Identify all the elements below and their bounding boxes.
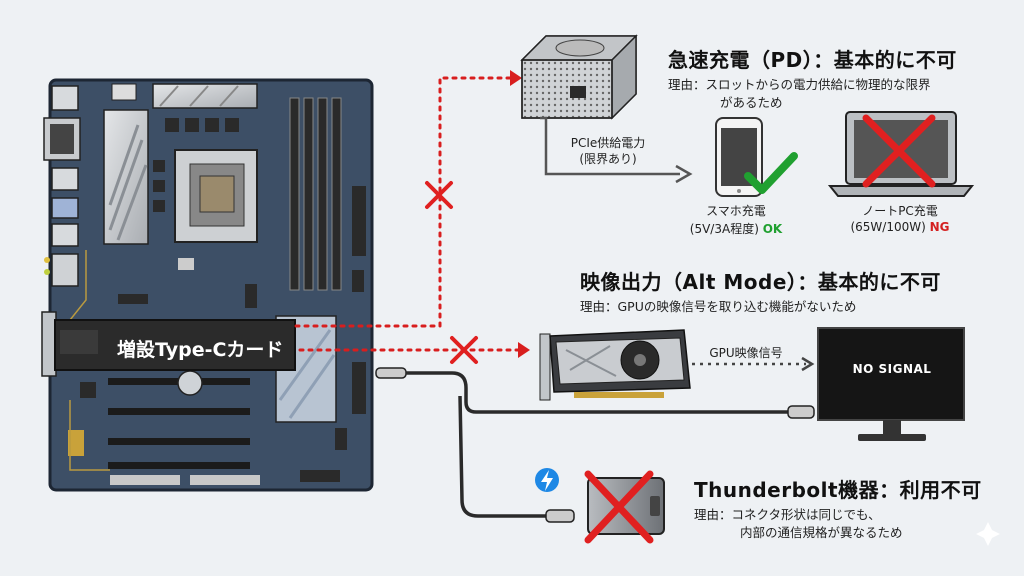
- thunderbolt-device-icon: [584, 470, 665, 544]
- usb-c-cables: [375, 367, 815, 523]
- thunderbolt-reason-line1: 理由：コネクタ形状は同じでも、: [694, 507, 881, 522]
- ram-slots: [289, 97, 342, 291]
- thunderbolt-x-icon: [584, 470, 654, 544]
- gpu-signal-arrow: [692, 356, 815, 372]
- laptop-status: NG: [929, 220, 950, 234]
- psu-label-line2: (限界あり): [579, 152, 637, 166]
- charging-reason-line1: 理由：スロットからの電力供給に物理的な限界: [668, 77, 931, 92]
- gpu-signal-label: GPU映像信号: [709, 346, 783, 360]
- power-supply-icon: [520, 34, 693, 184]
- sparkle-icon: [976, 522, 1000, 546]
- charging-reason-line2: があるため: [720, 95, 783, 110]
- check-mark-icon: [744, 152, 798, 194]
- charging-title: 急速充電（PD）：基本的に不可: [668, 48, 957, 72]
- psu-label-line1: PCIe供給電力: [570, 136, 646, 150]
- thunderbolt-reason-line2: 内部の通信規格が異なるため: [740, 525, 903, 540]
- laptop-icon: [827, 111, 975, 197]
- motherboard: [43, 78, 374, 492]
- x-mark-charging-path: [425, 181, 453, 209]
- laptop-caption: (65W/100W) NG: [838, 220, 962, 234]
- video-arrowhead: [518, 342, 530, 358]
- x-mark-video-path: [450, 336, 478, 364]
- phone-caption-line1: スマホ充電: [706, 204, 766, 218]
- type-c-expansion-card: [41, 311, 296, 377]
- video-reason: 理由：GPUの映像信号を取り込む機能がないため: [580, 299, 857, 314]
- laptop-caption-line2: (65W/100W): [850, 220, 926, 234]
- monitor-text: NO SIGNAL: [852, 362, 932, 376]
- phone-status: OK: [762, 222, 783, 236]
- laptop-x-icon: [862, 114, 936, 188]
- phone-caption: (5V/3A程度) OK: [676, 220, 796, 237]
- monitor-icon: [817, 327, 965, 441]
- thunderbolt-title: Thunderbolt機器：利用不可: [694, 478, 982, 502]
- video-title: 映像出力（Alt Mode）：基本的に不可: [580, 270, 941, 294]
- gpu-card-icon: [539, 329, 691, 401]
- phone-caption-line2: (5V/3A程度): [689, 222, 759, 236]
- red-dotted-paths: [294, 76, 522, 352]
- thunderbolt-logo-icon: [535, 468, 559, 492]
- charging-arrowhead: [510, 70, 522, 86]
- laptop-caption-line1: ノートPC充電: [862, 204, 938, 218]
- card-label: 増設Type-Cカード: [117, 339, 284, 361]
